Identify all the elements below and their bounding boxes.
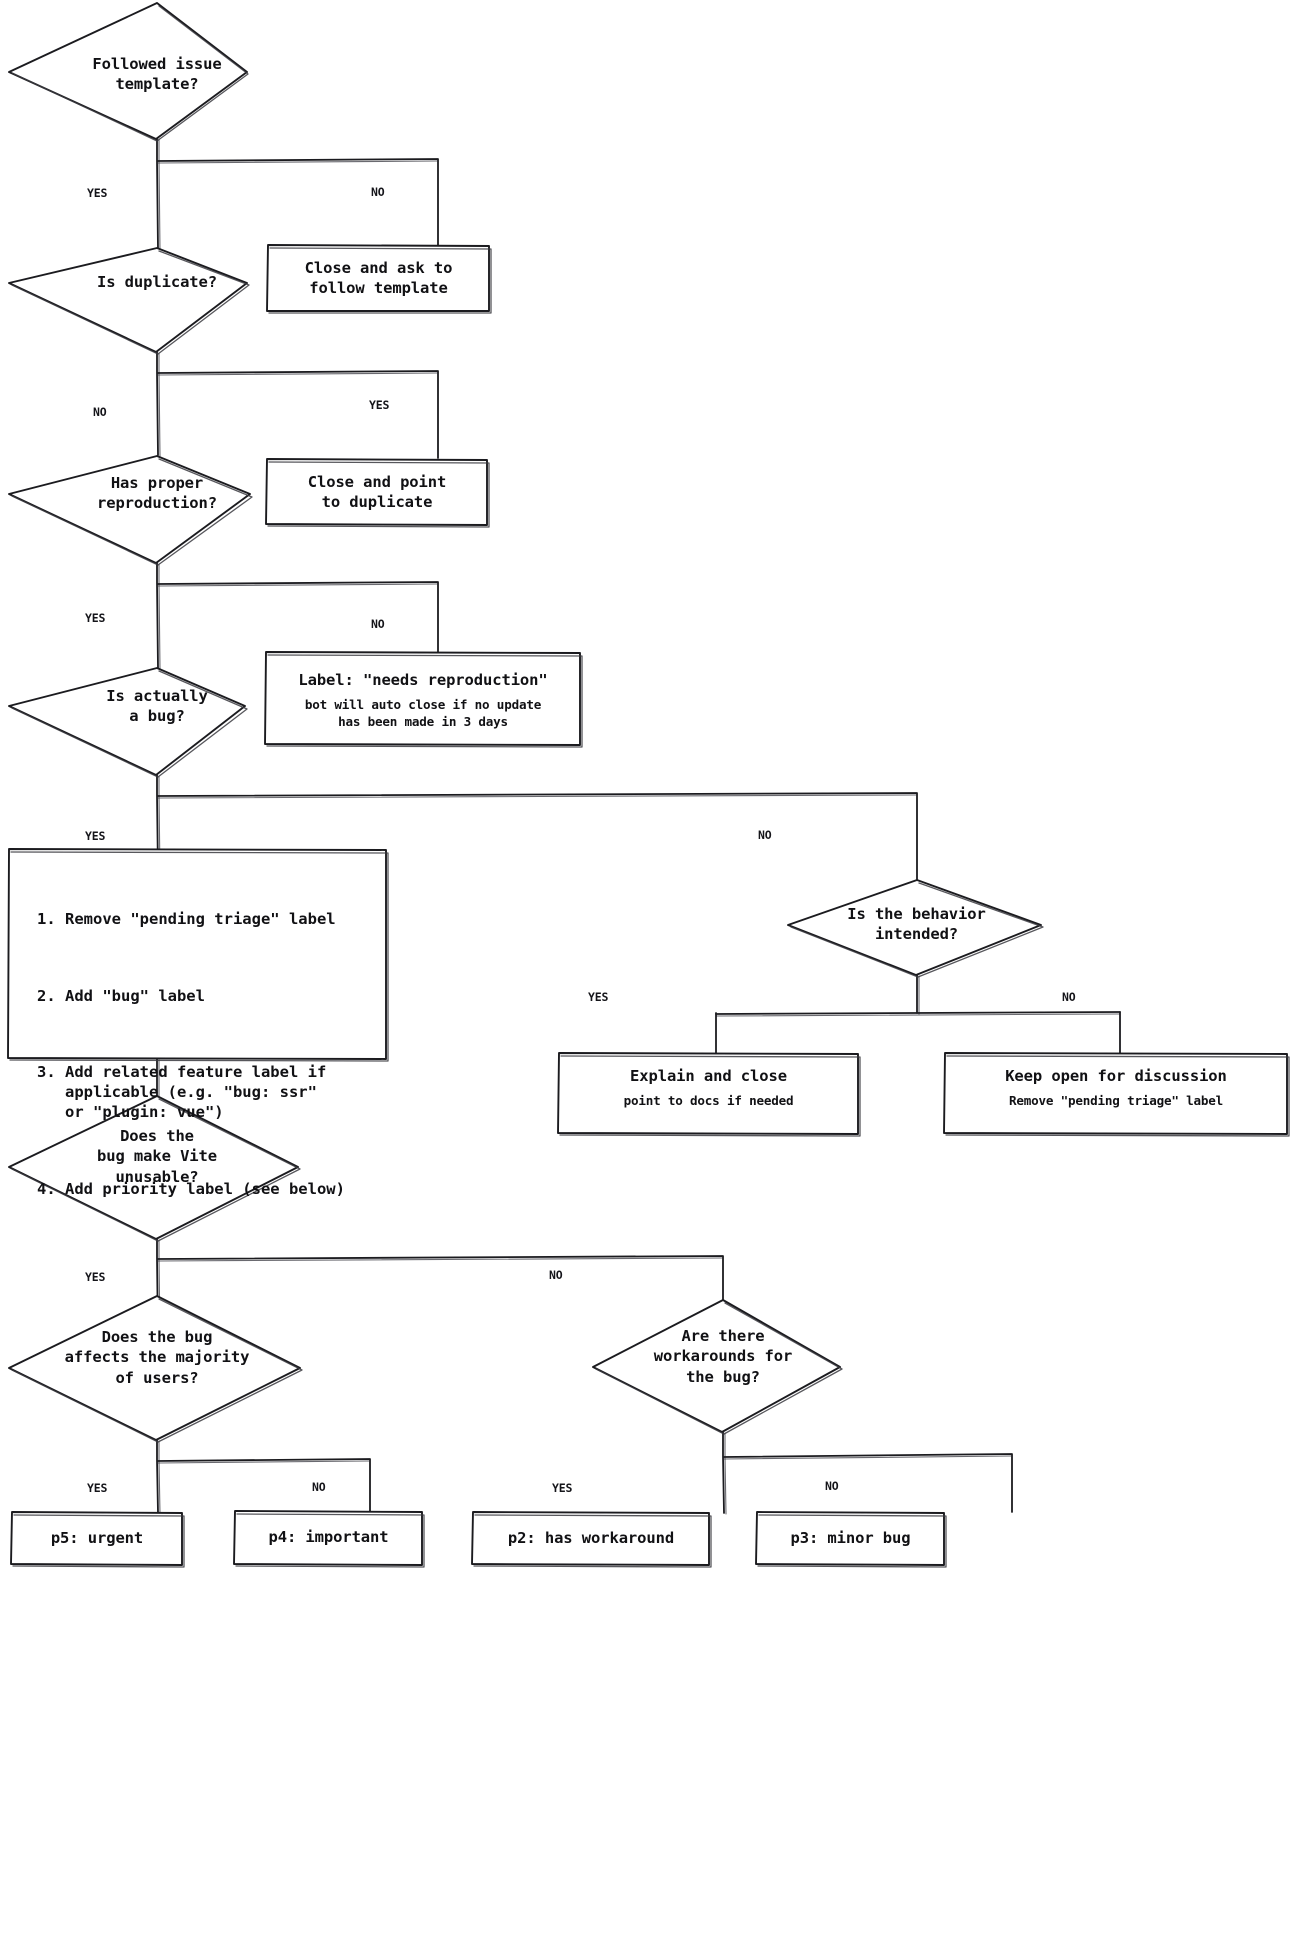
node-triage-steps[interactable]: [7, 848, 389, 1062]
label-keep-open-group: Keep open for discussion Remove "pending…: [945, 1066, 1287, 1110]
node-is-duplicate[interactable]: [8, 247, 250, 355]
node-close-point-duplicate[interactable]: [265, 458, 490, 528]
node-followed-template[interactable]: [8, 2, 249, 142]
connectors: [156, 137, 1121, 1515]
label-needs-reproduction-sub: bot will auto close if no update has bee…: [304, 697, 542, 730]
node-has-workarounds[interactable]: [592, 1299, 843, 1435]
node-p2-has-workaround[interactable]: [471, 1511, 712, 1568]
node-p4-important[interactable]: [233, 1510, 425, 1568]
label-keep-open-title: Keep open for discussion: [1005, 1067, 1227, 1085]
node-vite-unusable[interactable]: [8, 1095, 301, 1242]
node-close-follow-template[interactable]: [266, 244, 492, 314]
node-keep-open[interactable]: [943, 1052, 1290, 1137]
label-keep-open-sub: Remove "pending triage" label: [1008, 1093, 1224, 1109]
label-needs-reproduction-title: Label: "needs reproduction": [298, 671, 548, 689]
label-explain-close-sub: point to docs if needed: [623, 1093, 794, 1109]
node-p3-minor-bug[interactable]: [755, 1511, 947, 1568]
node-behavior-intended[interactable]: [787, 879, 1044, 978]
label-needs-reproduction-group: Label: "needs reproduction" bot will aut…: [266, 670, 580, 731]
node-is-actually-bug[interactable]: [8, 667, 248, 778]
node-has-reproduction[interactable]: [8, 455, 253, 566]
node-label-needs-reproduction[interactable]: [264, 651, 583, 748]
node-affects-majority[interactable]: [8, 1295, 303, 1443]
label-explain-close-title: Explain and close: [630, 1067, 787, 1085]
node-explain-and-close[interactable]: [557, 1052, 861, 1137]
node-p5-urgent[interactable]: [10, 1511, 185, 1568]
label-explain-close-group: Explain and close point to docs if neede…: [559, 1066, 858, 1110]
